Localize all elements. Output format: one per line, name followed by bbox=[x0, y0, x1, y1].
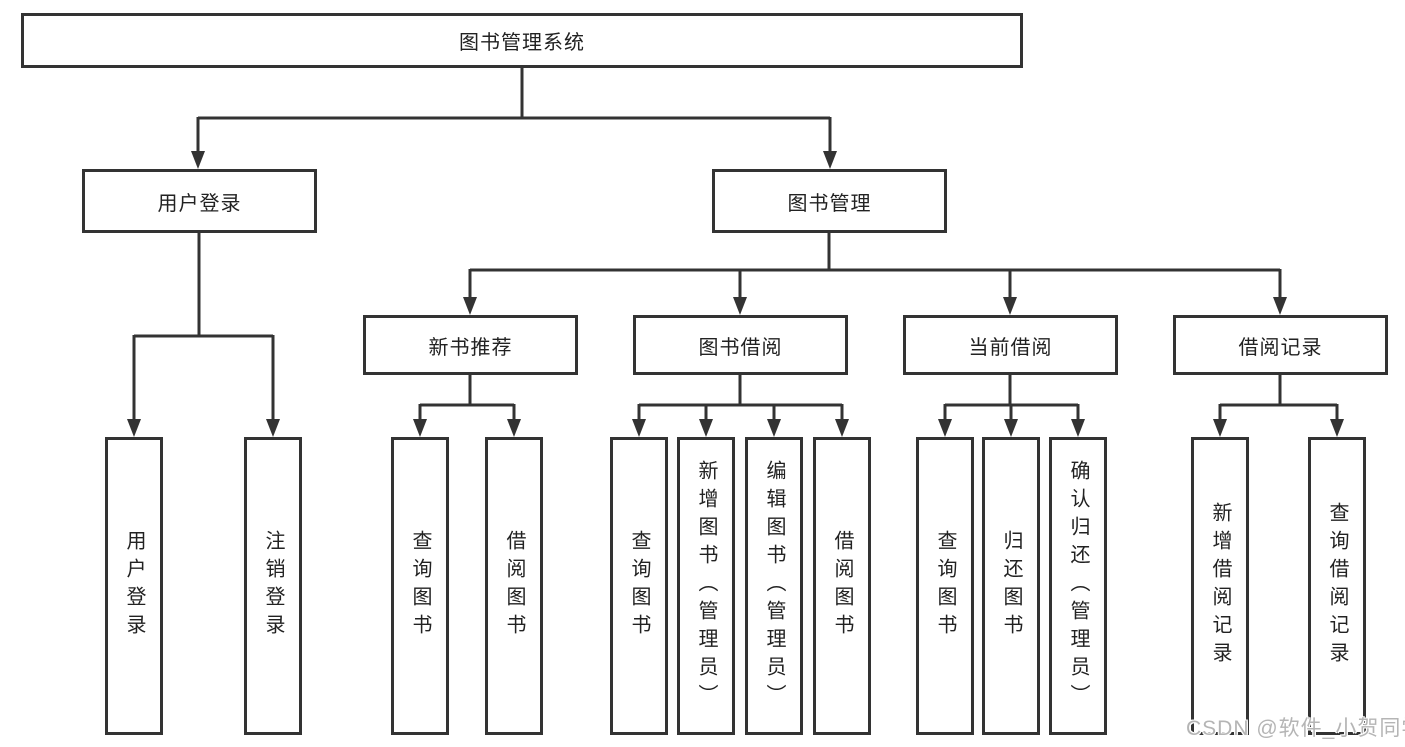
arrowhead-icons bbox=[127, 151, 1344, 437]
leaf-confirm-return-admin: 确认归还（管理员） bbox=[1049, 437, 1107, 735]
leaf-edit-book-admin: 编辑图书（管理员） bbox=[745, 437, 803, 735]
leaf-add-borrow-record: 新增借阅记录 bbox=[1191, 437, 1249, 735]
leaf-query-borrow-record: 查询借阅记录 bbox=[1308, 437, 1366, 735]
node-borrow-records: 借阅记录 bbox=[1173, 315, 1388, 375]
leaf-user-login: 用户登录 bbox=[105, 437, 163, 735]
csdn-watermark: CSDN @软件_小贺同学 bbox=[1186, 717, 1405, 740]
leaf-query-books-borrow: 查询图书 bbox=[610, 437, 668, 735]
leaf-return-book: 归还图书 bbox=[982, 437, 1040, 735]
leaf-borrow-books-recommend: 借阅图书 bbox=[485, 437, 543, 735]
leaf-logout: 注销登录 bbox=[244, 437, 302, 735]
leaf-query-books-recommend: 查询图书 bbox=[391, 437, 449, 735]
leaf-borrow-books: 借阅图书 bbox=[813, 437, 871, 735]
node-current-borrow: 当前借阅 bbox=[903, 315, 1118, 375]
node-book-management: 图书管理 bbox=[712, 169, 947, 233]
leaf-add-book-admin: 新增图书（管理员） bbox=[677, 437, 735, 735]
node-book-borrow: 图书借阅 bbox=[633, 315, 848, 375]
node-user-login: 用户登录 bbox=[82, 169, 317, 233]
node-new-book-recommend: 新书推荐 bbox=[363, 315, 578, 375]
node-root-system: 图书管理系统 bbox=[21, 13, 1023, 68]
leaf-query-books-current: 查询图书 bbox=[916, 437, 974, 735]
